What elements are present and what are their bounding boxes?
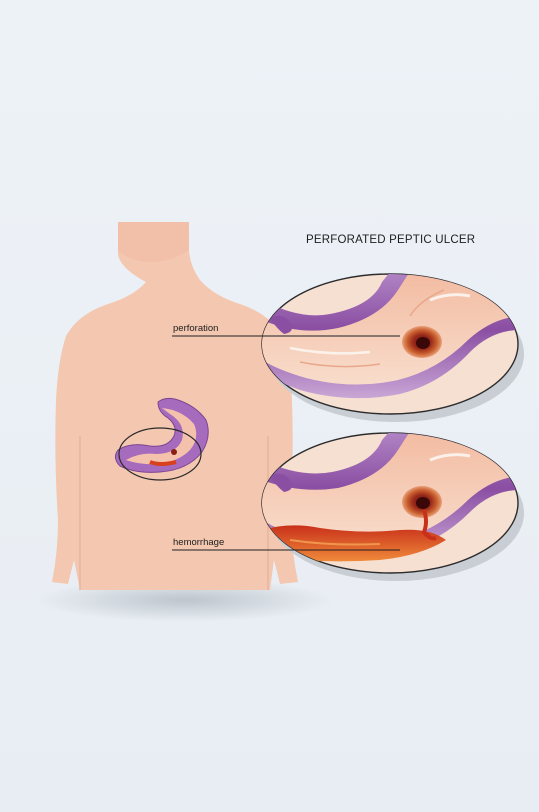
lens-perforation: [261, 273, 524, 422]
stomach-small: [114, 397, 209, 473]
label-perforation: perforation: [173, 323, 219, 334]
diagram-title: PERFORATED PEPTIC ULCER: [306, 234, 476, 246]
zoom-oval: [118, 427, 202, 481]
head-shading: [118, 222, 189, 262]
label-hemorrhage: hemorrhage: [173, 537, 225, 548]
lens-hemorrhage: [261, 432, 524, 581]
